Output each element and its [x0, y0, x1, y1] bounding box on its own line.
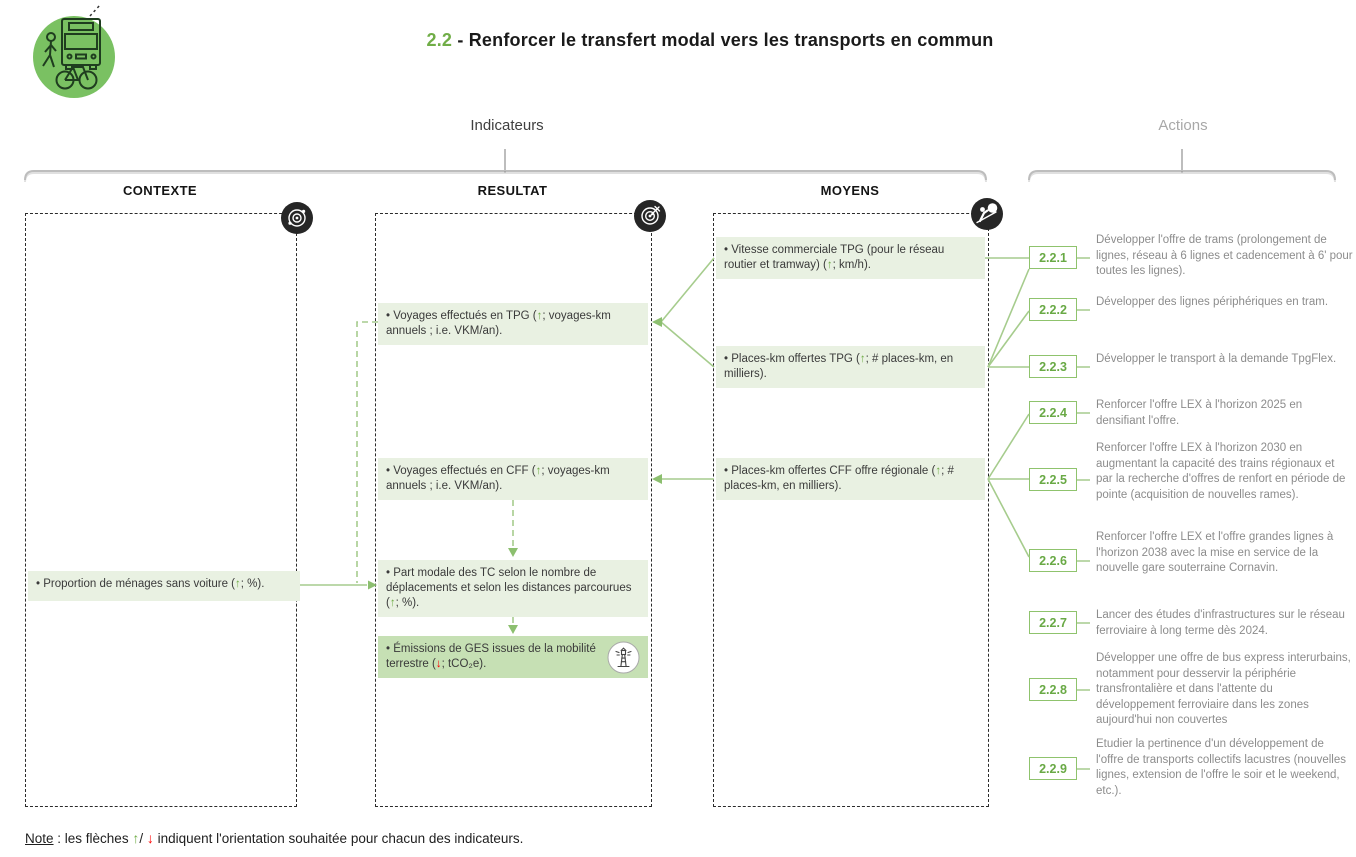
up-arrow-icon: ↑: [536, 310, 543, 322]
contexte-column-header: CONTEXTE: [123, 183, 197, 198]
indicator-text: • Part modale des TC selon le nombre de …: [386, 567, 632, 610]
action-code-box: 2.2.4: [1029, 401, 1077, 424]
indicator-part-modale-tc: • Part modale des TC selon le nombre de …: [378, 560, 648, 617]
up-arrow-icon: ↑: [132, 830, 140, 846]
up-arrow-icon: ↑: [235, 578, 241, 590]
contexte-to-resultat-connectors: [300, 321, 378, 590]
note-text: indiquent l'orientation souhaitée pour c…: [153, 831, 524, 846]
indicator-text: • Vitesse commerciale TPG (pour le résea…: [724, 244, 945, 272]
indicator-text: ; tCO₂e).: [441, 658, 487, 670]
indicator-text: ; km/h).: [832, 259, 871, 272]
action-code-box: 2.2.8: [1029, 678, 1077, 701]
action-description: Développer des lignes périphériques en t…: [1096, 296, 1329, 308]
indicator-text: • Places-km offertes TPG (: [724, 353, 860, 365]
action-code-box: 2.2.5: [1029, 468, 1077, 491]
up-arrow-icon: ↑: [389, 597, 396, 610]
indicator-text: ; %).: [240, 578, 265, 590]
up-arrow-icon: ↑: [859, 353, 866, 365]
down-arrow-icon: ↓: [146, 830, 154, 846]
indicator-text: • Proportion de ménages sans voiture (: [36, 578, 235, 590]
moyens-to-resultat-connectors: [652, 257, 715, 484]
indicator-places-km-cff: • Places-km offertes CFF offre régionale…: [716, 458, 985, 500]
action-code-box: 2.2.2: [1029, 298, 1077, 321]
moyens-column-box: [713, 213, 989, 807]
moyens-column-header: MOYENS: [820, 183, 880, 198]
moyens-to-actions-connectors: [985, 257, 1030, 558]
title-text: - Renforcer le transfert modal vers les …: [452, 30, 994, 50]
page-title: 2.2 - Renforcer le transfert modal vers …: [360, 30, 1060, 51]
indicator-places-km-tpg: • Places-km offertes TPG (↑; # places-km…: [716, 346, 985, 388]
bus-pedestrian-bike-icon: [33, 4, 115, 98]
indicator-vitesse-commerciale-tpg: • Vitesse commerciale TPG (pour le résea…: [716, 237, 985, 279]
indicator-text-wrap: • Émissions de GES issues de la mobilité…: [386, 642, 601, 672]
indicator-text: ; voyages-km annuels ; i.e. VKM/an).: [386, 310, 611, 338]
action-code-box: 2.2.6: [1029, 549, 1077, 572]
actions-group-label: Actions: [1158, 117, 1208, 134]
down-arrow-icon: ↓: [435, 658, 442, 670]
indicator-voyages-tpg: • Voyages effectués en TPG (↑; voyages-k…: [378, 303, 648, 345]
action-description: Développer l'offre de trams (prolongemen…: [1096, 234, 1353, 277]
action-description: Lancer des études d'infrastructures sur …: [1096, 609, 1345, 637]
action-description: Renforcer l'offre LEX à l'horizon 2030 e…: [1096, 442, 1346, 501]
action-code-box: 2.2.1: [1029, 246, 1077, 269]
action-code-box: 2.2.7: [1029, 611, 1077, 634]
indicator-text: • Voyages effectués en TPG (: [386, 310, 537, 322]
indicator-text: • Places-km offertes CFF offre régionale…: [724, 465, 936, 477]
indicators-bracket: [24, 149, 987, 181]
action-description: Renforcer l'offre LEX et l'offre grandes…: [1096, 531, 1334, 574]
actions-bracket: [1028, 149, 1336, 181]
indicator-voyages-cff: • Voyages effectués en CFF (↑; voyages-k…: [378, 458, 648, 500]
contexte-column-box: [25, 213, 297, 807]
indicator-text: ; # places-km, en milliers).: [724, 465, 954, 493]
indicator-menages-sans-voiture: • Proportion de ménages sans voiture (↑;…: [28, 571, 300, 601]
action-description: Etudier la pertinence d'un développement…: [1096, 738, 1346, 797]
action-code-box: 2.2.9: [1029, 757, 1077, 780]
note-text: : les flèches: [53, 831, 133, 846]
action-code-box: 2.2.3: [1029, 355, 1077, 378]
action-description: Renforcer l'offre LEX à l'horizon 2025 e…: [1096, 399, 1303, 427]
indicator-text: ; # places-km, en milliers).: [724, 353, 954, 381]
footnote: Note : les flèches ↑/ ↓ indiquent l'orie…: [25, 830, 523, 846]
up-arrow-icon: ↑: [535, 465, 542, 477]
title-number: 2.2: [426, 30, 453, 50]
action-description: Développer le transport à la demande Tpg…: [1096, 353, 1337, 365]
action-ticks: [1077, 257, 1090, 770]
up-arrow-icon: ↑: [826, 259, 833, 272]
indicator-text: ; voyages-km annuels ; i.e. VKM/an).: [386, 465, 610, 493]
note-text: /: [139, 831, 147, 846]
indicator-text: • Émissions de GES issues de la mobilité…: [386, 642, 596, 670]
resultat-column-header: RESULTAT: [477, 183, 548, 198]
lighthouse-icon: [607, 641, 640, 673]
up-arrow-icon: ↑: [935, 465, 942, 477]
indicator-text: ; %).: [395, 597, 420, 610]
indicator-emissions-ges: • Émissions de GES issues de la mobilité…: [378, 636, 648, 678]
indicator-text: • Voyages effectués en CFF (: [386, 465, 536, 477]
indicators-group-label: Indicateurs: [470, 117, 544, 134]
action-description: Développer une offre de bus express inte…: [1096, 652, 1351, 726]
note-label: Note: [25, 831, 54, 846]
